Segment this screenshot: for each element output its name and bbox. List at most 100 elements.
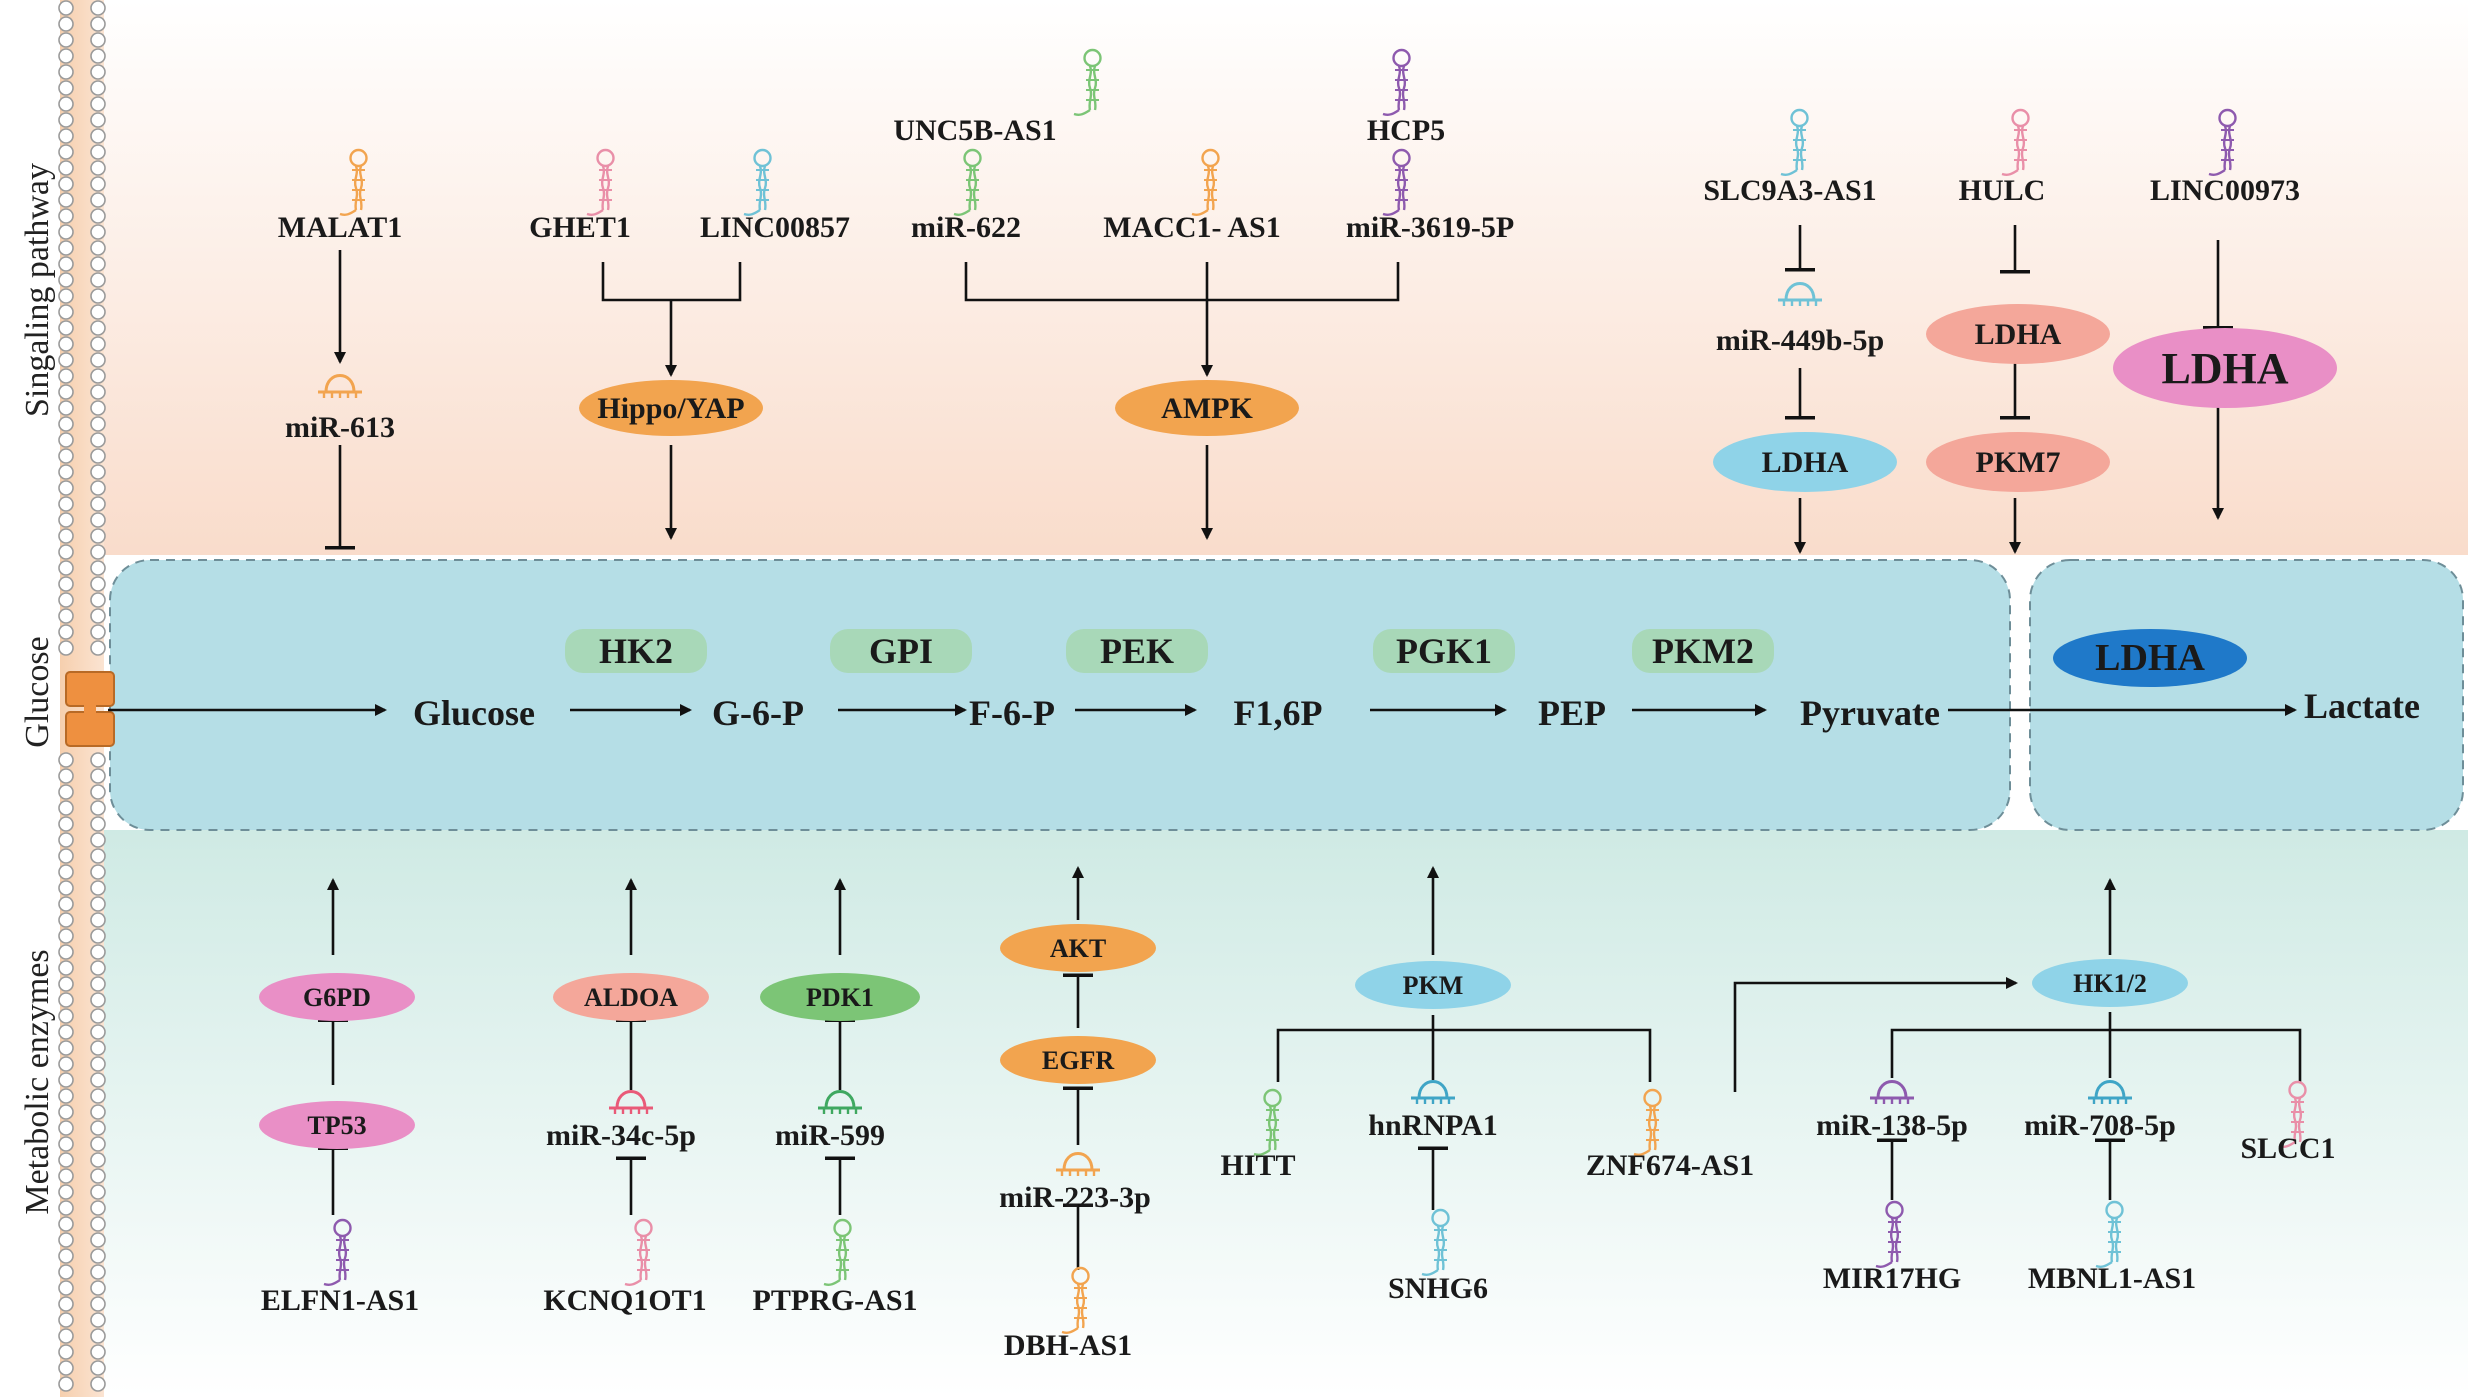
membrane-bead	[58, 528, 74, 544]
membrane-bead	[90, 560, 106, 576]
membrane-bead	[90, 944, 106, 960]
glucose-region	[109, 559, 2011, 831]
svg-text:LDHA: LDHA	[2095, 637, 2205, 679]
membrane-bead	[90, 800, 106, 816]
membrane-bead	[58, 784, 74, 800]
signaling-connectors	[325, 225, 2233, 554]
membrane-bead	[58, 976, 74, 992]
membrane-bead	[58, 912, 74, 928]
membrane-bead	[90, 1152, 106, 1168]
membrane-bead	[90, 624, 106, 640]
node-ldha-salmon: LDHA	[1926, 304, 2110, 364]
membrane-bead	[90, 992, 106, 1008]
membrane-bead	[58, 608, 74, 624]
label-mir223: miR-223-3p	[999, 1181, 1151, 1214]
label-linc00857: LINC00857	[700, 211, 850, 244]
membrane-bead	[58, 624, 74, 640]
membrane-bead	[90, 512, 106, 528]
membrane-bead	[58, 592, 74, 608]
membrane-bead	[58, 400, 74, 416]
membrane-bead	[58, 1104, 74, 1120]
membrane-bead	[90, 960, 106, 976]
membrane-bead	[90, 288, 106, 304]
label-elfn1-as1: ELFN1-AS1	[261, 1284, 419, 1317]
membrane-bead	[58, 1376, 74, 1392]
membrane-bead	[58, 848, 74, 864]
membrane-bead	[90, 352, 106, 368]
membrane-bead	[90, 128, 106, 144]
membrane-bead	[58, 64, 74, 80]
metabolite-pep: PEP	[1538, 693, 1606, 733]
membrane-bead	[90, 640, 106, 656]
node-aldoa: ALDOA	[553, 973, 709, 1021]
label-znf674-as1: ZNF674-AS1	[1586, 1149, 1754, 1182]
membrane-bead	[58, 304, 74, 320]
membrane-bead	[90, 320, 106, 336]
membrane-bead	[90, 768, 106, 784]
membrane-bead	[90, 1376, 106, 1392]
membrane-bead	[58, 352, 74, 368]
membrane-bead	[58, 432, 74, 448]
signaling-region	[95, 0, 2468, 555]
membrane-bead	[90, 192, 106, 208]
membrane-bead	[90, 896, 106, 912]
membrane-bead	[58, 1088, 74, 1104]
membrane-bead	[58, 176, 74, 192]
svg-text:PEK: PEK	[1100, 631, 1174, 671]
membrane-bead	[90, 848, 106, 864]
membrane-bead	[58, 896, 74, 912]
label-mir613: miR-613	[285, 411, 395, 444]
membrane-bead	[58, 224, 74, 240]
label-macc1-as1: MACC1- AS1	[1103, 211, 1281, 244]
label-snhg6: SNHG6	[1388, 1272, 1488, 1305]
svg-text:PKM2: PKM2	[1652, 631, 1754, 671]
membrane-bead	[58, 1360, 74, 1376]
enzyme-hk2: HK2	[565, 629, 707, 673]
svg-text:TP53: TP53	[307, 1111, 366, 1140]
membrane-bead	[58, 1248, 74, 1264]
metabolite-pyruvate: Pyruvate	[1800, 693, 1940, 733]
label-hcp5: HCP5	[1367, 114, 1445, 147]
membrane-bead	[58, 288, 74, 304]
membrane-bead	[58, 336, 74, 352]
svg-text:PGK1: PGK1	[1396, 631, 1492, 671]
node-hk12: HK1/2	[2032, 959, 2188, 1007]
label-hulc: HULC	[1959, 174, 2046, 207]
svg-text:LDHA: LDHA	[1975, 318, 2062, 351]
label-hnrnpa1: hnRNPA1	[1368, 1109, 1497, 1142]
label-mir622: miR-622	[911, 211, 1021, 244]
membrane-bead	[90, 1200, 106, 1216]
membrane-bead	[58, 1056, 74, 1072]
membrane-bead	[90, 784, 106, 800]
node-ldha-blue: LDHA	[1713, 432, 1897, 492]
membrane-bead	[58, 96, 74, 112]
enzyme-gpi: GPI	[830, 629, 972, 673]
membrane-bead	[90, 48, 106, 64]
membrane-bead	[90, 1344, 106, 1360]
membrane-bead	[90, 880, 106, 896]
node-pkm: PKM	[1355, 961, 1511, 1009]
membrane-bead	[90, 1248, 106, 1264]
membrane-bead	[58, 144, 74, 160]
membrane-bead	[90, 336, 106, 352]
svg-text:HK2: HK2	[599, 631, 673, 671]
label-ghet1: GHET1	[529, 211, 631, 244]
membrane-bead	[90, 16, 106, 32]
label-mir599: miR-599	[775, 1119, 885, 1152]
membrane-bead	[58, 368, 74, 384]
membrane-bead	[90, 480, 106, 496]
membrane-bead	[90, 1264, 106, 1280]
metabolic-region	[95, 830, 2468, 1397]
membrane-bead	[90, 1024, 106, 1040]
svg-text:Hippo/YAP: Hippo/YAP	[597, 392, 744, 425]
svg-text:EGFR: EGFR	[1042, 1046, 1114, 1075]
membrane-bead	[90, 304, 106, 320]
membrane-bead	[58, 1280, 74, 1296]
membrane-bead	[58, 1328, 74, 1344]
membrane-bead	[58, 1296, 74, 1312]
membrane-bead	[58, 192, 74, 208]
metabolite-glucose: Glucose	[413, 693, 535, 733]
membrane-bead	[90, 256, 106, 272]
membrane-bead	[58, 1072, 74, 1088]
side-label-signaling: Singaling pathway	[19, 163, 56, 417]
